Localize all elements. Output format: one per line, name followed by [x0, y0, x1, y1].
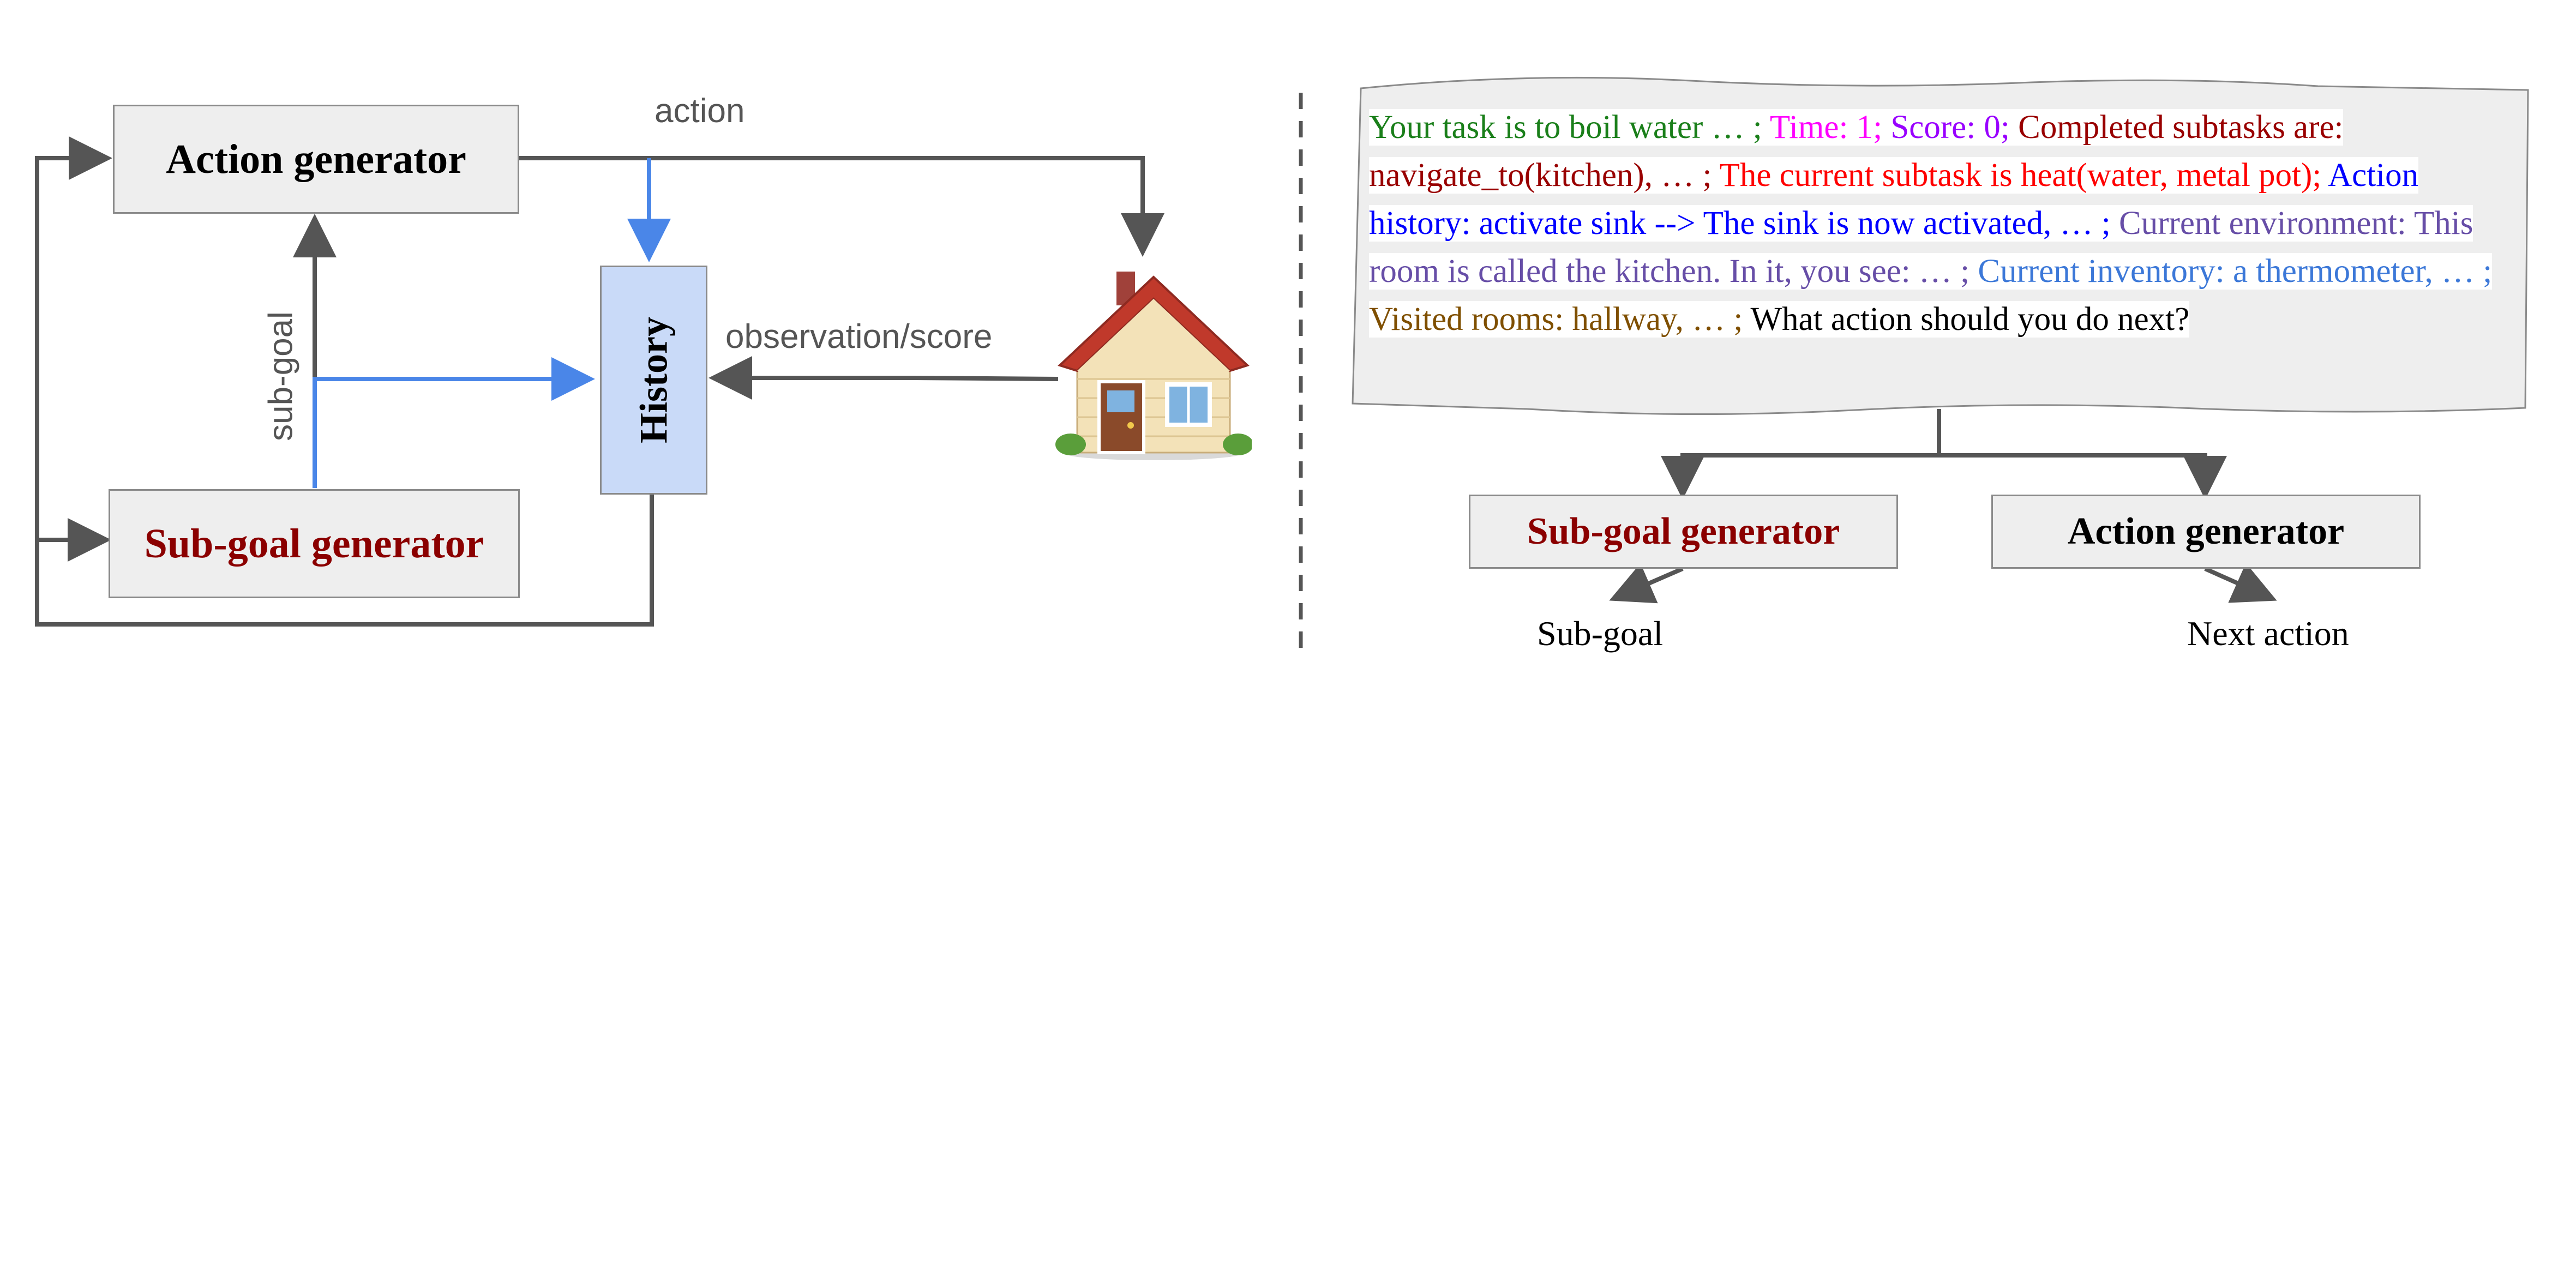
observation-to-history-arrow — [708, 356, 1059, 400]
action-generator-box: Action generator — [113, 105, 519, 214]
action-edge-label: action — [654, 92, 745, 130]
prompt-segment: Time: 1; — [1769, 109, 1891, 146]
subgoal-output-arrow — [1609, 563, 1684, 604]
prompt-to-subgoal-arrow — [1661, 453, 1939, 499]
house-icon — [1055, 272, 1252, 460]
right-action-generator-box: Action generator — [1991, 495, 2421, 569]
prompt-segment: Score: 0; — [1890, 109, 2019, 146]
subgoal-to-history-arrow — [313, 357, 595, 488]
history-feedback-loop — [35, 136, 654, 627]
prompt-segment: Visited rooms: hallway, … ; — [1369, 301, 1751, 338]
prompt-segment: Your task is to boil water … ; — [1369, 109, 1770, 146]
prompt-segment: The current subtask is heat(water, metal… — [1719, 157, 2328, 194]
prompt-to-action-arrow — [1939, 453, 2227, 499]
history-label: History — [632, 317, 675, 443]
action-to-env-arrow — [518, 156, 1164, 257]
subgoal-output-label: Sub-goal — [1537, 614, 1664, 653]
prompt-text: Your task is to boil water … ; Time: 1; … — [1369, 104, 2509, 344]
observation-edge-label: observation/score — [725, 318, 993, 356]
subgoal-edge-label: sub-goal — [262, 311, 300, 441]
action-output-arrow — [2204, 563, 2277, 603]
next-action-output-label: Next action — [2187, 614, 2349, 653]
prompt-segment: Current inventory: a thermometer, … ; — [1978, 253, 2493, 290]
right-subgoal-generator-box: Sub-goal generator — [1469, 495, 1898, 569]
subgoal-generator-box: Sub-goal generator — [109, 489, 520, 598]
history-box: History — [600, 266, 707, 495]
prompt-segment: What action should you do next? — [1750, 301, 2190, 338]
